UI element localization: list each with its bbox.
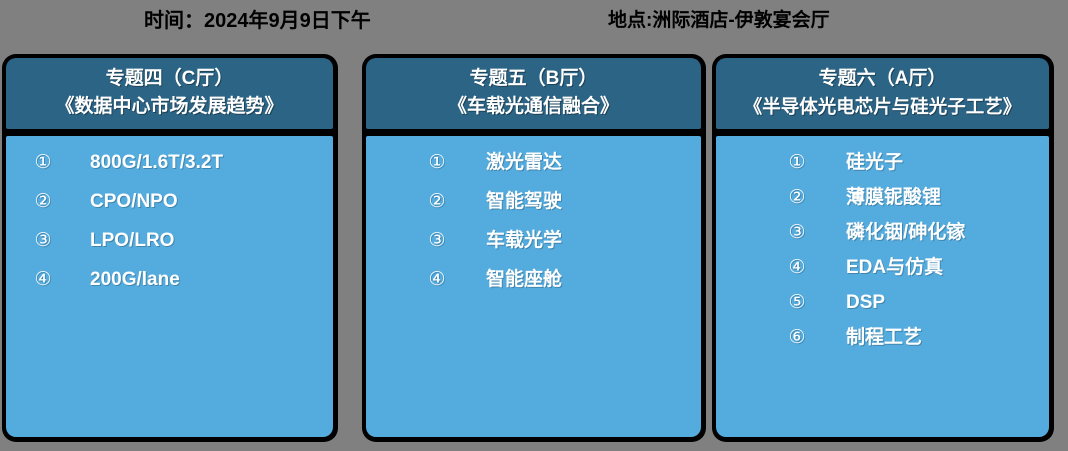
panel-subtitle: 《数据中心市场发展趋势》	[55, 96, 284, 117]
panel-subtitle: 《半导体光电芯片与硅光子工艺》	[743, 96, 1022, 117]
list-item[interactable]: ④ EDA与仿真	[716, 257, 1049, 279]
item-label: 薄膜铌酸锂	[846, 187, 942, 208]
list-item[interactable]: ③ 磷化铟/砷化镓	[716, 222, 1049, 244]
topic-item-list: ① 800G/1.6T/3.2T ② CPO/NPO ③ LPO/LRO ④ 2…	[6, 152, 333, 291]
list-item[interactable]: ③ 车载光学	[366, 230, 701, 252]
item-label: DSP	[846, 292, 886, 313]
panel-title: 专题六（A厅）	[818, 68, 947, 89]
topic-item-list: ① 激光雷达 ② 智能驾驶 ③ 车载光学 ④ 智能座舱	[366, 152, 701, 291]
event-time-label: 时间：2024年9月9日下午	[144, 10, 371, 32]
item-number-icon: ②	[788, 187, 806, 208]
item-label: 智能驾驶	[486, 191, 563, 212]
item-number-icon: ⑤	[788, 292, 806, 313]
page-header: 时间：2024年9月9日下午 地点:洲际酒店-伊敦宴会厅	[0, 0, 1068, 50]
item-label: 制程工艺	[846, 327, 923, 348]
item-number-icon: ③	[788, 222, 806, 243]
topic-item-list: ① 硅光子 ② 薄膜铌酸锂 ③ 磷化铟/砷化镓 ④ EDA与仿真 ⑤ DSP	[716, 152, 1049, 349]
item-label: CPO/NPO	[90, 191, 178, 212]
item-label: 硅光子	[846, 152, 904, 173]
list-item[interactable]: ⑤ DSP	[716, 292, 1049, 314]
session-panel-topic-six[interactable]: 专题六（A厅） 《半导体光电芯片与硅光子工艺》 ① 硅光子 ② 薄膜铌酸锂 ③ …	[712, 54, 1054, 442]
list-item[interactable]: ③ LPO/LRO	[6, 230, 333, 252]
list-item[interactable]: ④ 200G/lane	[6, 269, 333, 291]
panel-title: 专题四（C厅）	[105, 68, 234, 89]
item-number-icon: ④	[428, 269, 446, 290]
session-panel-topic-five[interactable]: 专题五（B厅） 《车载光通信融合》 ① 激光雷达 ② 智能驾驶 ③ 车载光学 ④	[362, 54, 706, 442]
item-number-icon: ①	[428, 152, 446, 173]
list-item[interactable]: ④ 智能座舱	[366, 269, 701, 291]
item-label: 智能座舱	[486, 269, 563, 290]
panel-header-topic-four: 专题四（C厅） 《数据中心市场发展趋势》	[6, 58, 333, 129]
panel-body-topic-five: ① 激光雷达 ② 智能驾驶 ③ 车载光学 ④ 智能座舱	[366, 136, 701, 437]
session-panel-topic-four[interactable]: 专题四（C厅） 《数据中心市场发展趋势》 ① 800G/1.6T/3.2T ② …	[2, 54, 338, 442]
item-label: 800G/1.6T/3.2T	[90, 152, 224, 173]
item-number-icon: ③	[34, 230, 52, 251]
item-label: 200G/lane	[90, 269, 180, 290]
panel-header-topic-five: 专题五（B厅） 《车载光通信融合》	[366, 58, 701, 129]
item-number-icon: ②	[428, 191, 446, 212]
item-number-icon: ④	[788, 257, 806, 278]
item-number-icon: ⑥	[788, 327, 806, 348]
list-item[interactable]: ② 薄膜铌酸锂	[716, 187, 1049, 209]
item-number-icon: ①	[788, 152, 806, 173]
list-item[interactable]: ① 800G/1.6T/3.2T	[6, 152, 333, 174]
item-label: EDA与仿真	[846, 257, 944, 278]
panel-header-topic-six: 专题六（A厅） 《半导体光电芯片与硅光子工艺》	[716, 58, 1049, 129]
list-item[interactable]: ② CPO/NPO	[6, 191, 333, 213]
item-label: 车载光学	[486, 230, 563, 251]
session-panels-container: 专题四（C厅） 《数据中心市场发展趋势》 ① 800G/1.6T/3.2T ② …	[0, 54, 1068, 451]
list-item[interactable]: ① 激光雷达	[366, 152, 701, 174]
item-number-icon: ③	[428, 230, 446, 251]
item-label: 磷化铟/砷化镓	[846, 222, 966, 243]
list-item[interactable]: ① 硅光子	[716, 152, 1049, 174]
item-number-icon: ④	[34, 269, 52, 290]
item-label: 激光雷达	[486, 152, 563, 173]
event-location-label: 地点:洲际酒店-伊敦宴会厅	[608, 10, 830, 31]
item-number-icon: ①	[34, 152, 52, 173]
panel-body-topic-four: ① 800G/1.6T/3.2T ② CPO/NPO ③ LPO/LRO ④ 2…	[6, 136, 333, 437]
panel-subtitle: 《车载光通信融合》	[447, 96, 619, 117]
list-item[interactable]: ② 智能驾驶	[366, 191, 701, 213]
panel-body-topic-six: ① 硅光子 ② 薄膜铌酸锂 ③ 磷化铟/砷化镓 ④ EDA与仿真 ⑤ DSP	[716, 136, 1049, 437]
item-label: LPO/LRO	[90, 230, 175, 251]
list-item[interactable]: ⑥ 制程工艺	[716, 327, 1049, 349]
panel-title: 专题五（B厅）	[469, 68, 598, 89]
item-number-icon: ②	[34, 191, 52, 212]
